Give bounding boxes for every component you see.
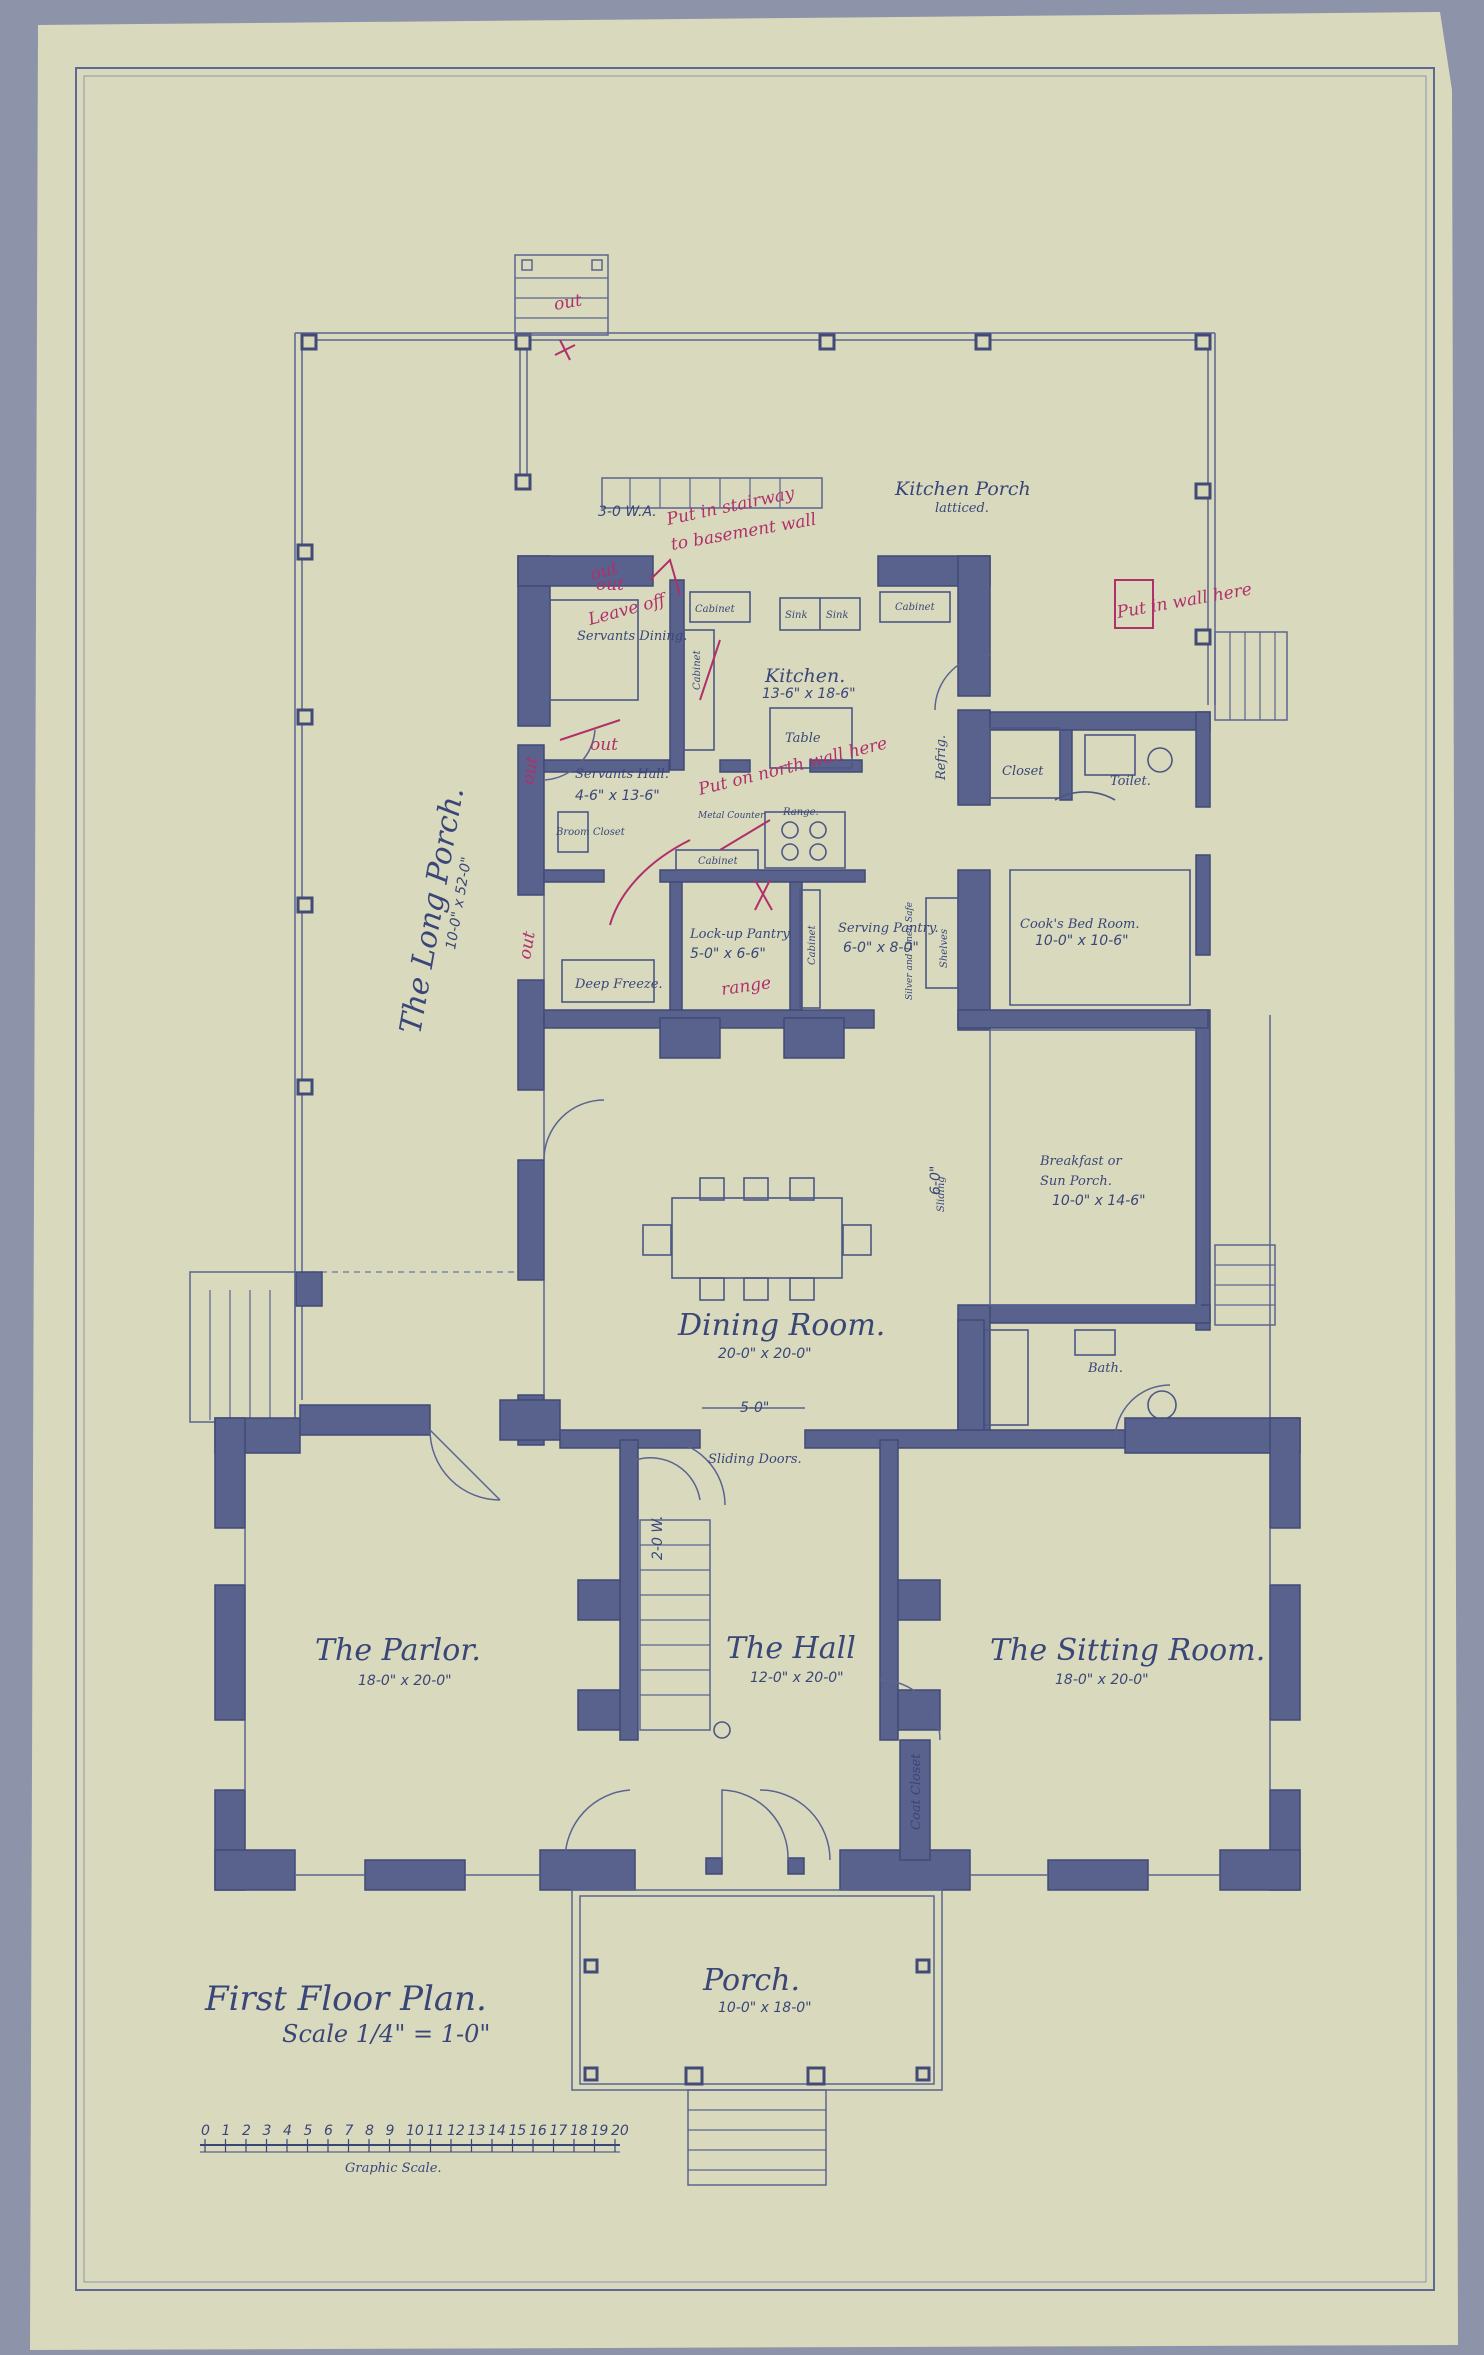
table-label: Table [785,731,821,746]
dining-room-label: Dining Room. [677,1308,885,1343]
range-label: Range. [782,807,819,818]
east-steps [1214,631,1288,721]
breakfast-label-2: Sun Porch. [1040,1174,1112,1189]
scale-tick-label: 15 [509,2123,527,2139]
sink-label-2: Sink [826,610,849,621]
main-stair [635,1457,731,1739]
north-steps [514,254,609,336]
kitchen-dims: 13-6" x 18-6" [762,686,856,702]
closet-label: Closet [1002,764,1044,779]
sliding-width-dim: 6-0" [928,1166,944,1195]
metal-counter-label: Metal Counter [697,811,765,821]
border-frame [75,67,1435,2291]
cabinet-label-3: Cabinet [692,649,703,690]
hall-label: The Hall [726,1631,856,1666]
markup-note-12: out [552,290,583,315]
scale-tick-label: 7 [345,2123,354,2139]
scale-tick-label: 4 [283,2123,292,2139]
dining-room-dims: 20-0" x 20-0" [718,1346,812,1362]
scale-tick-label: 2 [242,2123,251,2139]
lockup-pantry-dims: 5-0" x 6-6" [690,946,766,962]
scale-tick-label: 17 [550,2123,568,2139]
scale-tick-label: 9 [386,2123,395,2139]
front-porch [571,1889,943,2186]
bath-label: Bath. [1087,1361,1123,1376]
scale-tick-label: 13 [468,2123,486,2139]
sitting-room-label: The Sitting Room. [990,1633,1265,1668]
plan-scale: Scale 1/4" = 1-0" [282,2020,490,2048]
sliding-doors-label: Sliding Doors. [708,1452,802,1467]
servants-hall-dims: 4-6" x 13-6" [575,788,660,804]
parlor-label: The Parlor. [315,1633,481,1668]
cooks-bedroom-label: Cook's Bed Room. [1020,917,1139,932]
kitchen-porch-label: Kitchen Porch [894,478,1031,500]
breakfast-label-1: Breakfast or [1039,1154,1123,1169]
deep-freeze-label: Deep Freeze. [574,977,663,992]
markup-note-10: out [515,930,540,961]
kitchen-fixtures [549,591,1191,1009]
cooks-bedroom-dims: 10-0" x 10-6" [1035,933,1129,949]
toilet-label: Toilet. [1110,774,1151,789]
graphic-scale-label: Graphic Scale. [345,2161,442,2176]
kitchen-stair-dim: 3-0 W.A. [598,504,657,520]
door-width-dim: 5-0" [740,1400,769,1416]
serving-pantry-dims: 6-0" x 8-0" [843,940,919,956]
kitchen-label: Kitchen. [764,665,845,687]
markup-note-6: out [590,735,618,755]
shelves-label: Shelves [939,929,950,968]
breakfast-and-bath [957,1015,1276,1441]
silver-safe-label: Silver and Linen Safe [905,902,915,1000]
parlor-dims: 18-0" x 20-0" [358,1673,452,1689]
cabinet-label-4: Cabinet [698,856,739,867]
broom-closet-label: Broom Closet [555,827,626,838]
plan-title: First Floor Plan. [204,1979,487,2019]
scale-tick-label: 16 [529,2123,547,2139]
scale-tick-label: 0 [201,2123,210,2139]
porch-dims: 10-0" x 18-0" [718,2000,812,2016]
sitting-room-dims: 18-0" x 20-0" [1055,1672,1149,1688]
breakfast-dims: 10-0" x 14-6" [1052,1193,1146,1209]
scale-tick-label: 14 [488,2123,506,2139]
scale-tick-label: 5 [304,2123,313,2139]
serving-pantry-label: Serving Pantry. [838,921,939,936]
scale-tick-label: 6 [324,2123,333,2139]
scale-tick-label: 20 [611,2123,629,2139]
servants-hall-label: Servants Hall. [575,767,669,782]
scale-tick-label: 19 [591,2123,609,2139]
main-house-walls [214,1399,1301,1891]
scale-tick-label: 1 [222,2123,231,2139]
west-steps [189,1271,296,1423]
coat-closet-label: Coat Closet [909,1753,924,1830]
porch-label: Porch. [702,1963,800,1998]
long-porch [294,332,1216,1415]
lockup-pantry-label: Lock-up Pantry. [689,927,792,942]
sink-label-1: Sink [785,610,808,621]
cabinet-label-5: Cabinet [807,924,818,965]
scale-tick-label: 10 [406,2123,424,2139]
markup-note-7: out [518,755,543,786]
scale-tick-label: 18 [570,2123,588,2139]
refrig-label: Refrig. [934,735,949,781]
kitchen-steps [601,477,823,509]
scale-tick-label: 3 [263,2123,272,2139]
door-swings [429,654,1171,1861]
sliding-label: Sliding [936,1176,947,1212]
cabinet-label-1: Cabinet [695,604,736,615]
kitchen-porch-note: latticed. [935,501,989,516]
scale-tick-label: 11 [427,2123,445,2139]
scale-tick-label: 8 [365,2123,374,2139]
scale-tick-label: 12 [447,2123,465,2139]
dining-table [642,1177,872,1301]
cabinet-label-2: Cabinet [895,602,936,613]
servants-dining-label: Servants Dining. [577,629,687,644]
markup-note-3: out [596,575,624,595]
hall-dims: 12-0" x 20-0" [750,1670,844,1686]
window-lines [244,895,1271,1876]
stair-width-dim: 2-0 W. [650,1516,666,1560]
